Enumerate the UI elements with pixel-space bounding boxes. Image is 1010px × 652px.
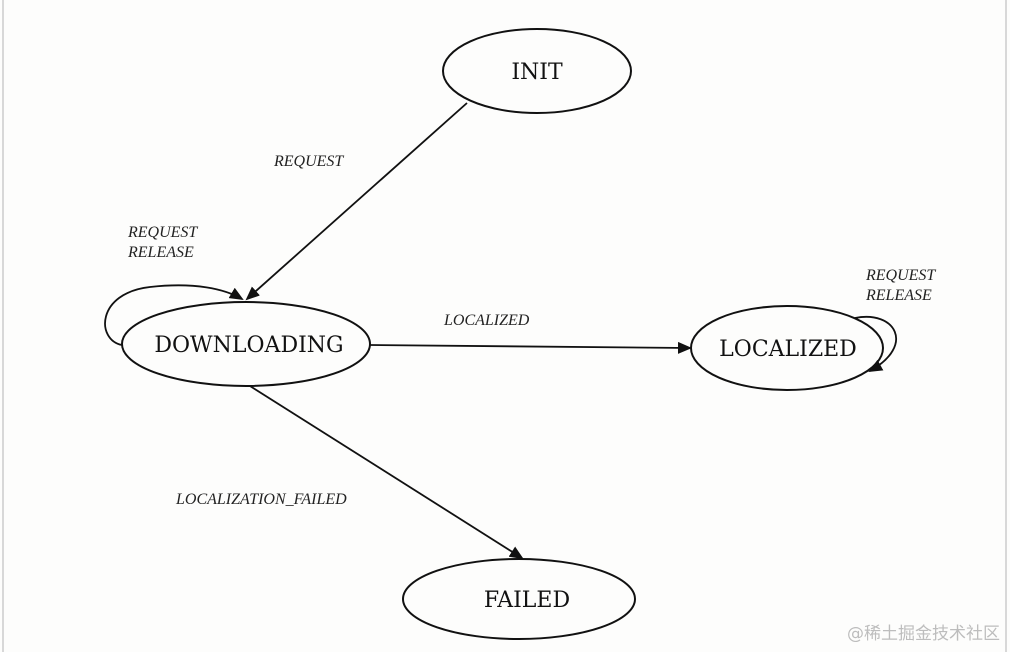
edge-init-to-downloading-label: REQUEST: [273, 153, 344, 170]
edge-localized-self-label-2: RELEASE: [865, 287, 932, 304]
edge-localized-self-label-1: REQUEST: [865, 267, 936, 284]
edge-downloading-to-localized-label: LOCALIZED: [443, 312, 530, 329]
edge-downloading-self-label-2: RELEASE: [127, 244, 194, 261]
state-failed: FAILED: [402, 558, 636, 640]
watermark: @稀土掘金技术社区: [847, 624, 1000, 644]
edge-downloading-to-localized: [369, 341, 692, 354]
state-downloading-label: DOWNLOADING: [154, 333, 343, 358]
edge-downloading-to-failed: [249, 385, 524, 560]
edge-downloading-self-label-1: REQUEST: [127, 224, 198, 241]
state-localized-label: LOCALIZED: [719, 337, 857, 362]
state-downloading: DOWNLOADING: [121, 301, 371, 387]
state-init: INIT: [442, 28, 632, 114]
state-failed-label: FAILED: [484, 588, 570, 613]
edge-localized-self-loop: [854, 315, 897, 372]
edge-downloading-to-failed-label: LOCALIZATION_FAILED: [175, 491, 347, 508]
edge-downloading-self-loop: [104, 284, 244, 346]
edge-init-to-downloading: [245, 102, 468, 301]
state-init-label: INIT: [511, 60, 563, 85]
state-localized: LOCALIZED: [690, 305, 884, 391]
